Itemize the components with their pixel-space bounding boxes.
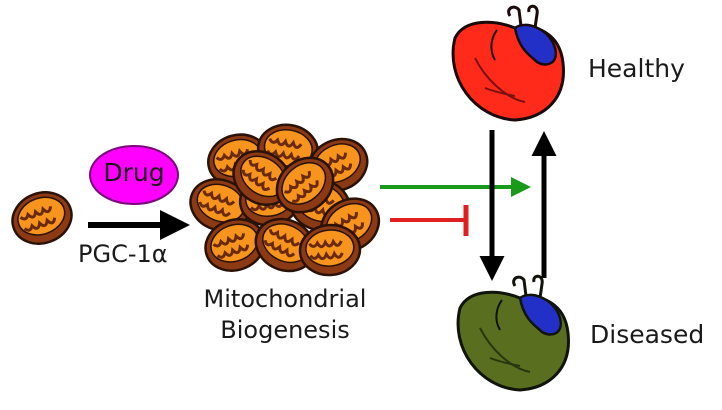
biogenesis-line1: Mitochondrial xyxy=(203,285,367,313)
healthy-heart-icon xyxy=(451,4,565,122)
pgc1a-label: PGC-1α xyxy=(78,240,168,268)
diseased-heart-icon xyxy=(456,274,570,392)
drug-label: Drug xyxy=(103,158,165,187)
drug-pill-icon xyxy=(89,145,179,205)
biogenesis-line2: Biogenesis xyxy=(220,316,350,344)
single-mitochondrion-icon xyxy=(3,182,81,254)
diseased-label: Diseased xyxy=(590,320,705,349)
healthy-label: Healthy xyxy=(588,54,685,83)
biogenesis-label: Mitochondrial Biogenesis xyxy=(196,284,374,346)
inhibit-arrow xyxy=(390,205,469,236)
mitochondria-cluster-icon xyxy=(181,118,390,282)
